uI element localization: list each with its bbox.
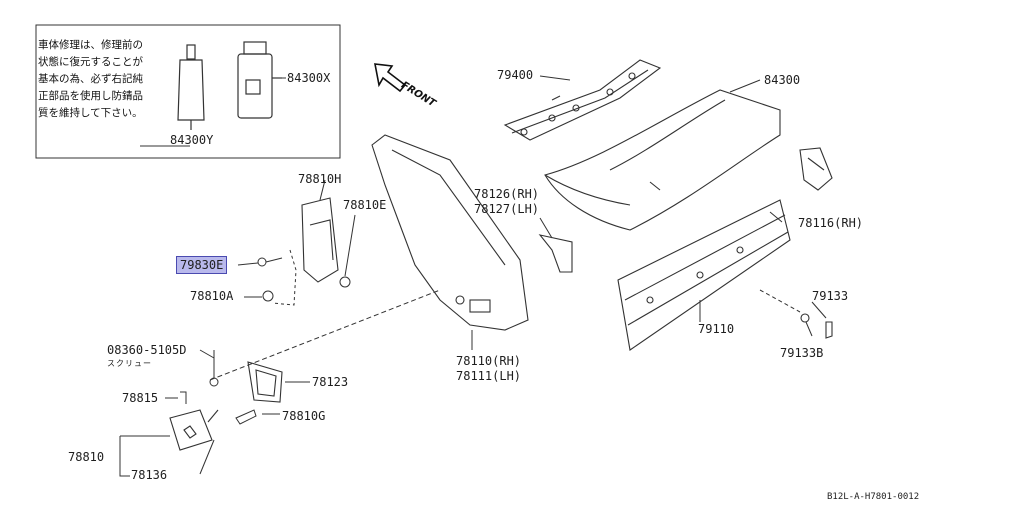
label-08360-5105D[interactable]: 08360-5105D (107, 343, 187, 357)
note-line-4: 正部品を使用し防錆品 (38, 90, 143, 102)
rear-parcel-shelf (503, 59, 662, 141)
label-78110[interactable]: 78110(RH) (456, 354, 522, 368)
front-arrow-icon (374, 63, 407, 93)
leader-79110-79133 (759, 289, 801, 313)
label-78815[interactable]: 78815 (122, 391, 159, 405)
rear-panel-79110 (617, 199, 791, 351)
label-78810[interactable]: 78810 (68, 450, 105, 464)
note-line-5: 質を維持して下さい。 (38, 107, 143, 119)
label-79133B[interactable]: 79133B (780, 346, 824, 360)
note-line-1: 車体修理は、修理前の (38, 39, 143, 51)
filler-lid-78810 (169, 409, 219, 451)
label-78810E[interactable]: 78810E (343, 198, 387, 212)
label-78111[interactable]: 78111(LH) (456, 369, 522, 383)
label-78116[interactable]: 78116(RH) (798, 216, 864, 230)
label-79133[interactable]: 79133 (812, 289, 849, 303)
screw-78810A (262, 290, 274, 302)
rear-quarter-panel (371, 134, 529, 331)
fastener-79133 (800, 313, 833, 339)
label-78136[interactable]: 78136 (131, 468, 168, 482)
label-78810H[interactable]: 78810H (298, 172, 342, 186)
leader-filler-to-panel (209, 289, 441, 381)
bracket-78126 (538, 234, 573, 273)
label-79830E-highlighted[interactable]: 79830E (176, 256, 228, 274)
note-line-3: 基本の為、必ず右記純 (38, 73, 143, 85)
label-78123[interactable]: 78123 (312, 375, 349, 389)
note-line-2: 状態に復元することが (38, 56, 143, 68)
rear-bracket-78116 (799, 147, 833, 191)
label-79110[interactable]: 79110 (698, 322, 735, 336)
spring-78815 (180, 391, 187, 404)
leader-lines (119, 75, 827, 477)
sealant-tube-icon (177, 44, 205, 130)
label-78810A[interactable]: 78810A (190, 289, 234, 303)
trunk-lid (544, 89, 781, 231)
spray-can-icon (237, 41, 282, 119)
label-79400[interactable]: 79400 (497, 68, 534, 82)
screw-79830E (257, 257, 283, 267)
plug-78810G (235, 409, 257, 425)
label-screw-sub: スクリュー (107, 359, 152, 368)
label-84300Y[interactable]: 84300Y (170, 133, 214, 147)
label-78810G[interactable]: 78810G (282, 409, 326, 423)
label-78126[interactable]: 78126(RH) (474, 187, 540, 201)
screw-08360 (209, 350, 219, 387)
filler-housing-78810H (301, 197, 339, 283)
leader-78810E (344, 214, 356, 277)
label-78127[interactable]: 78127(LH) (474, 202, 540, 216)
label-84300[interactable]: 84300 (764, 73, 801, 87)
label-84300X[interactable]: 84300X (287, 71, 331, 85)
note-box-border (35, 24, 341, 159)
diagram-code: B12L-A-H7801-0012 (827, 492, 920, 502)
filler-ring-78123 (247, 361, 283, 403)
